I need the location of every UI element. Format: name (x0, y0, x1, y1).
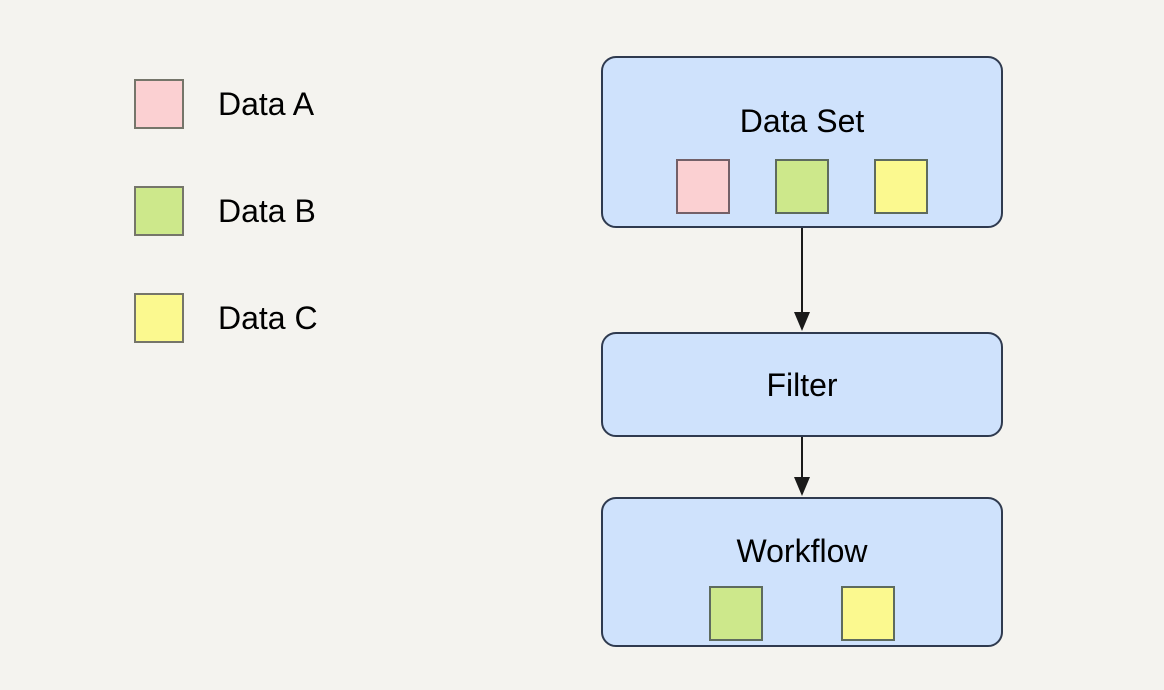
legend-label-data-b: Data B (218, 193, 316, 229)
chip-data-b (709, 586, 763, 641)
chip-data-a (676, 159, 730, 214)
node-filter[interactable]: Filter (601, 332, 1003, 437)
arrowhead-icon (794, 477, 810, 496)
node-workflow[interactable]: Workflow (601, 497, 1003, 647)
chip-data-b (775, 159, 829, 214)
legend-item-data-a[interactable]: Data A (134, 76, 454, 132)
node-workflow-title: Workflow (736, 533, 868, 569)
flow-column: Data Set Filter Workflow (601, 56, 1003, 647)
node-filter-title: Filter (766, 366, 838, 403)
legend-label-data-a: Data A (218, 86, 315, 122)
chip-data-c (874, 159, 928, 214)
legend-item-data-c[interactable]: Data C (134, 290, 454, 346)
swatch-data-a (134, 79, 184, 129)
node-workflow-chips (603, 586, 1001, 641)
swatch-data-c (134, 293, 184, 343)
legend-item-data-b[interactable]: Data B (134, 183, 454, 239)
connector-filter-to-workflow (794, 437, 810, 496)
legend: Data A Data B Data C (134, 76, 454, 346)
legend-label-data-c: Data C (218, 300, 318, 336)
node-data-set-chips (603, 159, 1001, 214)
arrowhead-icon (794, 312, 810, 331)
connector-data-set-to-filter (794, 228, 810, 331)
node-data-set[interactable]: Data Set (601, 56, 1003, 228)
swatch-data-b (134, 186, 184, 236)
chip-data-c (841, 586, 895, 641)
node-data-set-title: Data Set (739, 103, 865, 139)
